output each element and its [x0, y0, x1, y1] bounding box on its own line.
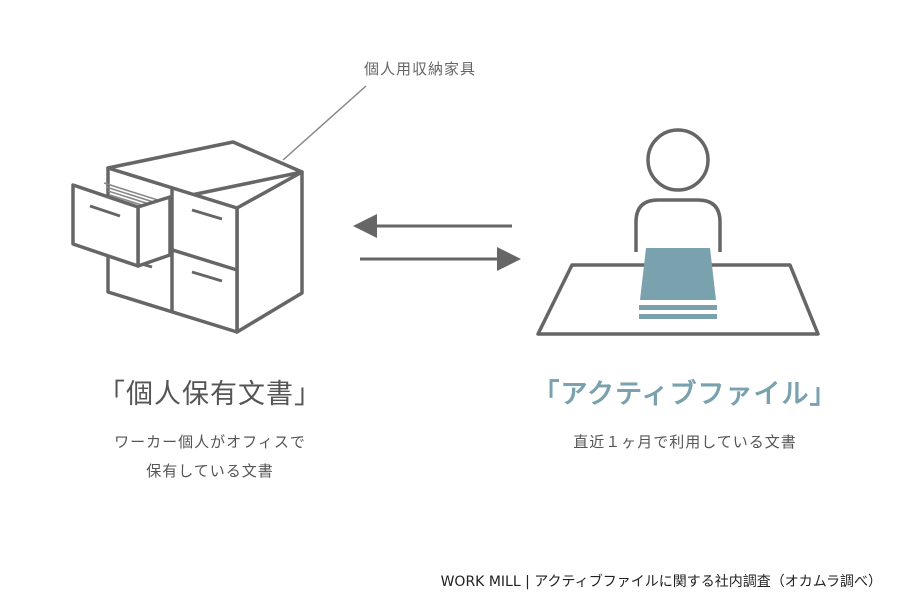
callout-leader-line [282, 85, 367, 161]
personal-documents-description-line1: ワーカー個人がオフィスで [114, 433, 306, 451]
active-file-title: 「アクティブファイル」 [532, 379, 838, 410]
source-footer: WORK MILL | アクティブファイルに関する社内調査（オカムラ調べ） [440, 574, 882, 590]
cabinet-icon [71, 140, 304, 334]
arrow-left-icon [353, 214, 512, 238]
active-file-description: 直近１ヶ月で利用している文書 [573, 433, 797, 451]
arrow-right-icon [360, 247, 521, 271]
personal-documents-description: ワーカー個人がオフィスで 保有している文書 [60, 428, 360, 486]
personal-documents-description-line2: 保有している文書 [146, 462, 274, 480]
person-at-desk-icon [536, 128, 820, 336]
personal-documents-title: 「個人保有文書」 [98, 379, 322, 410]
callout-label: 個人用収納家具 [363, 60, 476, 78]
